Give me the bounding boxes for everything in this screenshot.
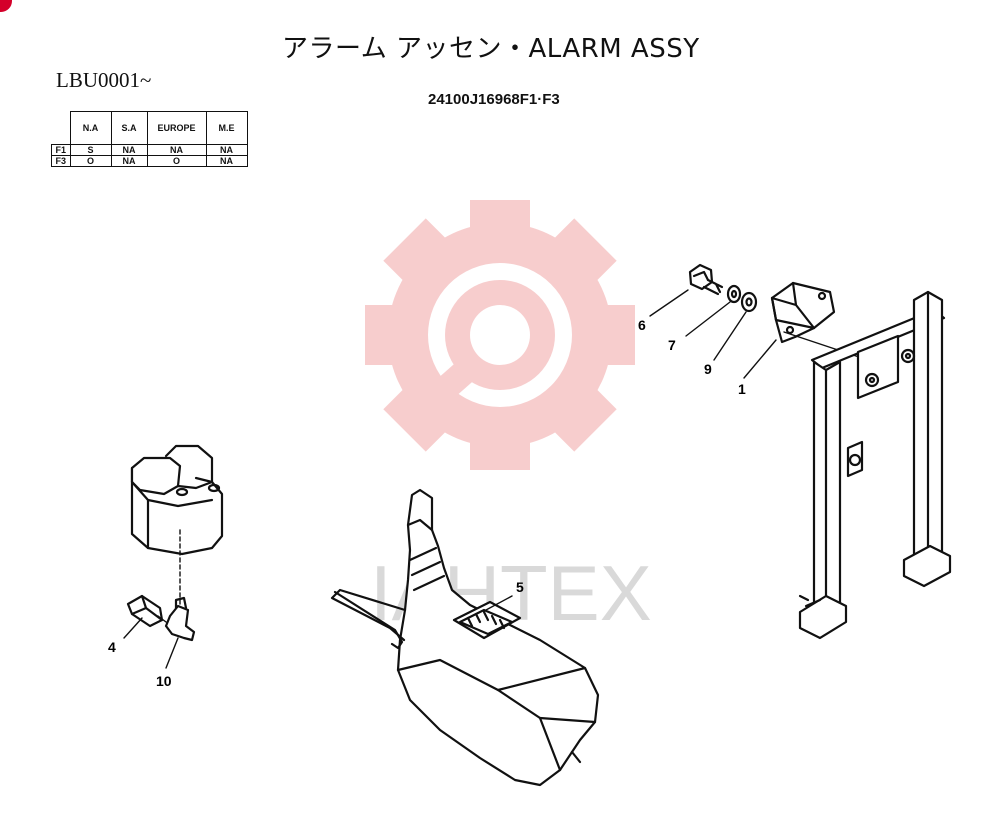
- leader-line-9: [713, 311, 747, 361]
- control-unit-part-5: [330, 488, 600, 787]
- leader-line-5: [485, 595, 513, 611]
- leader-line-7: [685, 301, 731, 337]
- serial-range: LBU0001~: [56, 68, 152, 92]
- callout-4: 4: [108, 639, 116, 655]
- applicability-table: N.A S.A EUROPE M.E F1 S NA NA NA F3 O NA…: [51, 111, 248, 167]
- column-header: S.A: [110, 111, 148, 145]
- callout-6: 6: [638, 317, 646, 333]
- table-cell: NA: [205, 155, 248, 167]
- washer-part-9: [740, 291, 758, 313]
- leader-line-1: [743, 339, 777, 379]
- callout-5: 5: [516, 579, 524, 595]
- fitting-part-10: [164, 596, 196, 642]
- part-number: 24100J16968F1·F3: [428, 91, 560, 108]
- alarm-buzzer-part-1: [770, 281, 836, 344]
- callout-9: 9: [704, 361, 712, 377]
- callout-7: 7: [668, 337, 676, 353]
- mounting-frame: [798, 290, 952, 640]
- table-row: F3 O NA O NA: [51, 155, 248, 167]
- leader-line-4: [123, 617, 143, 639]
- sensor-part-4: [126, 594, 164, 628]
- callout-1: 1: [738, 381, 746, 397]
- callout-10: 10: [156, 673, 172, 689]
- bolt-part-6: [688, 263, 724, 296]
- page-title: アラーム アッセン・ALARM ASSY: [282, 34, 700, 64]
- washer-part-7: [726, 284, 742, 304]
- leader-line-10: [165, 637, 179, 669]
- watermark-gear-logo: [365, 200, 635, 470]
- horn-housing: [130, 444, 224, 556]
- leader-line-6: [649, 289, 689, 317]
- table-cell: O: [69, 155, 112, 167]
- column-header: M.E: [205, 111, 248, 145]
